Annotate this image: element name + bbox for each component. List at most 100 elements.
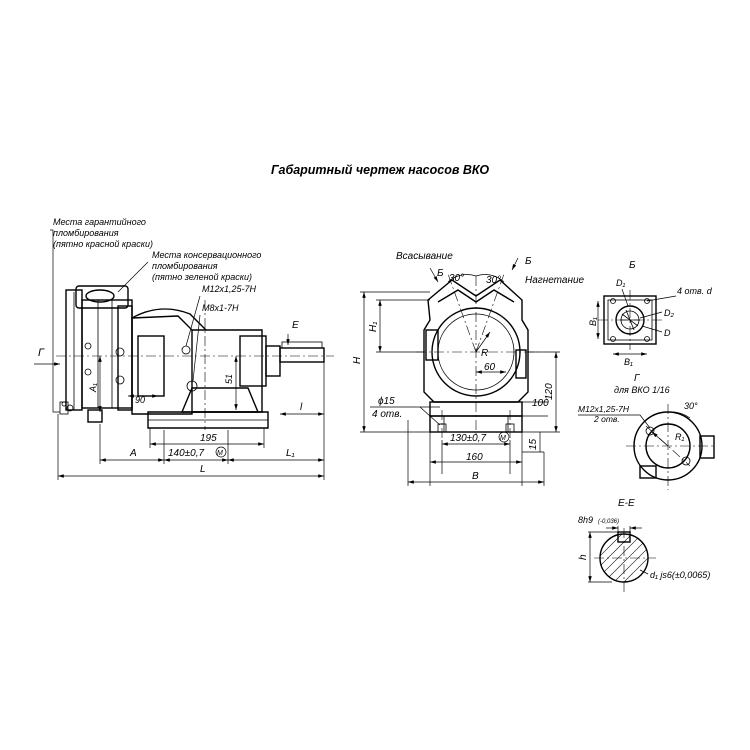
dimension-a-label: A <box>129 448 137 459</box>
dimension-l-label: l <box>300 402 303 413</box>
tolerance-symbol-m-front <box>498 431 510 443</box>
view-g-radius-leader <box>651 431 669 447</box>
threaded-hole-m12 <box>181 345 191 355</box>
view-g-holes-label: 2 отв. <box>593 414 620 424</box>
view-g-angle-arc <box>667 411 691 419</box>
dimension-h-key-label: h <box>578 554 589 560</box>
view-g-title: Г <box>634 373 641 384</box>
dimension-130-label: 130±0,7 <box>450 433 487 444</box>
dimension-195-label: 195 <box>200 433 217 444</box>
dimension-120-label: 120 <box>544 383 555 400</box>
pump-casing <box>423 279 529 403</box>
suction-port-top <box>75 285 129 309</box>
drawing-title: Габаритный чертеж насосов ВКО <box>271 163 489 177</box>
drive-shaft <box>279 347 325 363</box>
view-g: Г для ВКО 1/16 30° M12x1,25-7H 2 отв. R₁ <box>578 373 715 490</box>
bracket-window <box>137 335 165 397</box>
suction-label: Всасывание <box>396 251 453 262</box>
arrow-b-left-label: Б <box>437 268 444 279</box>
thread-leader-m12 <box>185 295 201 347</box>
view-b-d-label: D <box>664 328 671 338</box>
front-foot <box>429 415 523 433</box>
dimension-140-label: 140±0,7 <box>168 448 205 459</box>
holes-4-label: 4 отв. <box>372 409 402 420</box>
view-b-holes-label: 4 отв. d <box>677 286 713 296</box>
dimension-90-label: 90 <box>135 395 145 405</box>
view-b-b1-horizontal-label: B₁ <box>624 357 633 367</box>
radius-r-label: R <box>481 348 488 359</box>
dimension-l1-label: L₁ <box>286 448 295 459</box>
angle-arc-left <box>447 274 477 283</box>
view-g-subtitle: для ВКО 1/16 <box>614 385 670 395</box>
base-support <box>180 387 260 413</box>
view-g-threaded-hole <box>645 426 655 436</box>
view-g-boss <box>699 435 715 459</box>
flange-hole <box>610 336 616 342</box>
threaded-hole-m8 <box>186 380 198 392</box>
note-conservation-seal-line1: Места консервационного <box>152 250 261 260</box>
dimension-phi15-label: ϕ15 <box>378 396 395 407</box>
section-ee-title: Е-Е <box>618 498 635 509</box>
housing-foot <box>87 409 103 423</box>
dimension-h-label: H <box>352 356 363 364</box>
view-g-threaded-hole <box>681 456 691 466</box>
shaft-diameter-label: d₁ js6(±0,0065) <box>650 570 710 580</box>
dimension-160-label: 160 <box>466 452 483 463</box>
arrow-b-right-label: Б <box>525 256 532 267</box>
thread-label-m8: M8x1-7H <box>202 303 239 313</box>
key-width-label: 8h9 <box>578 515 593 525</box>
shaft-collar <box>265 345 281 377</box>
angle-30-left-label: 30° <box>449 273 464 284</box>
seal-mark-warranty <box>59 401 69 415</box>
key-tolerance-label: (-0,036) <box>598 519 619 525</box>
view-g-radius-label: R₁ <box>675 432 684 442</box>
radius-r-leader <box>475 331 491 353</box>
dimension-15-label: 15 <box>528 438 539 450</box>
side-boss <box>425 329 439 361</box>
shaft-key <box>281 341 323 349</box>
mounting-bolt <box>115 347 125 357</box>
front-view: Всасывание Нагнетание Б Б 30° 30° R 60 <box>352 251 585 486</box>
view-g-thread-leader <box>578 414 651 429</box>
view-b-holes-leader <box>646 295 677 302</box>
pump-body <box>192 329 263 413</box>
view-arrow-b-left <box>429 267 439 283</box>
section-ee: Е-Е 8h9 (-0,036) h d₁ js6(±0,0065) <box>578 498 710 592</box>
side-boss <box>515 349 527 379</box>
bearing-bracket <box>131 315 193 415</box>
view-arrow-b-right <box>511 257 519 271</box>
note-warranty-seal-line1: Места гарантийного <box>53 217 146 227</box>
mounting-bolt <box>115 375 125 385</box>
view-b-b1-vertical-label: B₁ <box>588 317 598 326</box>
note-warranty-seal-line2: пломбирования <box>53 228 119 238</box>
dimension-60-label: 60 <box>484 362 496 373</box>
housing-rib <box>117 305 133 411</box>
note-conservation-seal-line2: пломбирования <box>152 261 218 271</box>
view-b-title: Б <box>629 260 636 271</box>
dimension-100-label: 100 <box>532 398 549 409</box>
thread-leader-m8 <box>192 314 201 382</box>
view-b: Б D₁ 4 отв. d D₂ D B₁ B₁ <box>588 260 713 367</box>
dimension-b-label: B <box>472 471 479 482</box>
tolerance-symbol-m <box>215 446 227 458</box>
dimension-a1-label: A₁ <box>88 383 98 393</box>
shaft-section-hatch <box>600 534 648 582</box>
flange-hole <box>610 298 616 304</box>
dimension-h1-label: H₁ <box>368 322 379 332</box>
view-g-angle-label: 30° <box>684 401 698 411</box>
flange-hole <box>644 336 650 342</box>
view-g-thread-label: M12x1,25-7H <box>578 404 630 414</box>
view-arrow-g-label: Г <box>38 347 45 359</box>
dimension-51-label: 51 <box>224 374 234 384</box>
tolerance-symbol-m-front-label: M <box>500 435 506 442</box>
conservation-seal-leader <box>117 261 149 293</box>
angle-30-right-label: 30° <box>486 275 501 286</box>
thread-label-m12: M12x1,25-7H <box>202 284 257 294</box>
view-b-d1-label: D₁ <box>616 278 625 288</box>
flange-hole <box>644 298 650 304</box>
note-conservation-seal-line3: (пятно зеленой краски) <box>152 272 252 282</box>
mounting-bolt <box>84 368 92 376</box>
angle-arc-right <box>475 274 505 283</box>
side-view: Места гарантийного пломбирования (пятно … <box>34 217 334 480</box>
